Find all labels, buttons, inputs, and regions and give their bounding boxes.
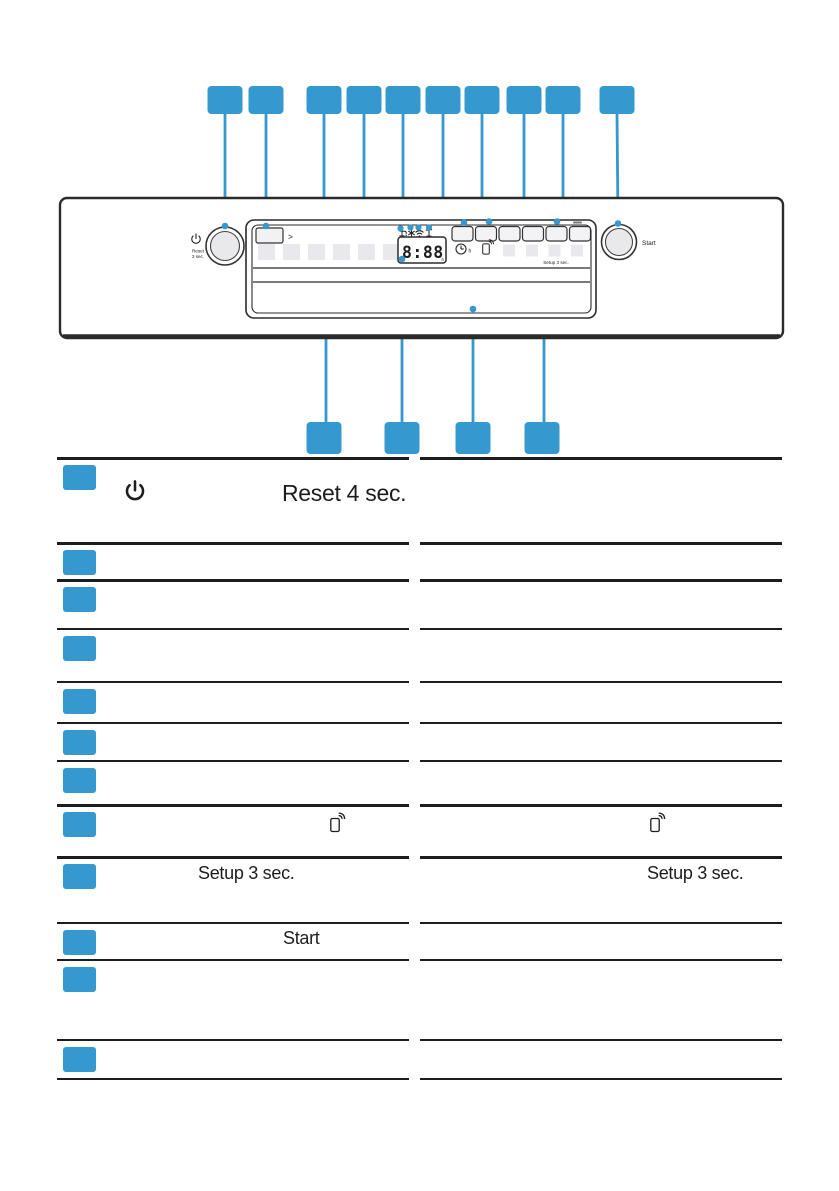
legend-callout-badge [63, 689, 96, 714]
legend-row-3 [57, 579, 782, 628]
legend-callout-badge [63, 967, 96, 992]
option-button-4 [521, 225, 545, 242]
legend-row-5 [57, 681, 782, 722]
legend-callout-badge [63, 550, 96, 575]
callout-badge-13 [455, 422, 491, 454]
remote-start-phone-icon [330, 812, 346, 833]
power-reset-label-1: Reset [192, 249, 205, 254]
power-icon [125, 480, 145, 501]
option-button-5 [545, 225, 568, 242]
legend-text: Setup 3 sec. [198, 863, 295, 883]
option-button-1 [451, 225, 474, 242]
legend-row-7 [57, 760, 782, 804]
favourite-chevron: > [288, 232, 293, 242]
callout-dots [221, 218, 622, 313]
power-button: Reset 3 sec. [191, 226, 245, 266]
callout-badge-4 [346, 86, 382, 114]
callout-badge-14 [524, 422, 560, 454]
callout-badge-12 [384, 422, 420, 454]
legend-row-9: Setup 3 sec. Setup 3 sec. [57, 856, 782, 922]
power-icon [191, 233, 201, 244]
legend-bottom-border [57, 1078, 782, 1080]
option-buttons [451, 221, 592, 242]
remote-start-phone-icon [482, 239, 494, 255]
legend-callout-badge [63, 587, 96, 612]
legend-text: Setup 3 sec. [647, 863, 744, 883]
option-button-2 [474, 225, 498, 242]
display: 8:88 h [397, 236, 447, 264]
legend-row-8 [57, 804, 782, 856]
legend-callout-badge [63, 812, 96, 837]
callout-badge-11 [306, 422, 342, 454]
right-indicators [503, 244, 583, 257]
start-label: Start [642, 240, 656, 247]
time-unit: h [469, 249, 472, 255]
program-indicators [258, 244, 400, 260]
display-unit: h [442, 257, 445, 262]
callout-badge-9 [545, 86, 581, 114]
display-value: 8:88 [402, 243, 444, 262]
legend-callout-badge [63, 768, 96, 793]
legend-text: Start [283, 928, 320, 948]
callout-badge-10 [599, 86, 635, 114]
legend-row-2 [57, 542, 782, 579]
legend-row-4 [57, 628, 782, 681]
callout-badge-1 [207, 86, 243, 114]
control-panel [245, 219, 597, 319]
top-callout-badges [207, 86, 635, 114]
callout-badge-2 [248, 86, 284, 114]
legend-callout-badge [63, 864, 96, 889]
legend-row-10: Start [57, 922, 782, 959]
option-button-6-label [573, 221, 582, 224]
callout-badge-5 [385, 86, 421, 114]
favourite-button: > [255, 227, 293, 244]
legend-callout-badge [63, 636, 96, 661]
callout-badge-6 [425, 86, 461, 114]
legend-row-11 [57, 959, 782, 1039]
legend-row-12 [57, 1039, 782, 1078]
legend-text: Reset 4 sec. [282, 480, 407, 506]
option-button-6 [568, 225, 592, 242]
status-icons [399, 229, 433, 238]
callout-badge-8 [506, 86, 542, 114]
bottom-callout-badges [306, 422, 560, 454]
salt-star-icon [408, 229, 415, 237]
remote-start-phone-icon [650, 812, 666, 833]
legend-callout-badge [63, 1047, 96, 1072]
legend-row-6 [57, 722, 782, 760]
control-panel-diagram: Reset 3 sec. > [58, 86, 785, 454]
setup-hint-small: Setup 3 sec. [543, 260, 569, 265]
legend-callout-badge [63, 930, 96, 955]
callout-badge-3 [306, 86, 342, 114]
legend-callout-badge [63, 465, 96, 490]
legend-table: Reset 4 sec. [57, 457, 782, 1080]
time-remaining-icon [455, 243, 467, 255]
option-button-3 [498, 225, 521, 242]
legend-row-1: Reset 4 sec. [57, 457, 782, 542]
callout-badge-7 [464, 86, 500, 114]
legend-callout-badge [63, 730, 96, 755]
start-button: Start [600, 223, 656, 261]
power-reset-label-2: 3 sec. [192, 254, 204, 259]
